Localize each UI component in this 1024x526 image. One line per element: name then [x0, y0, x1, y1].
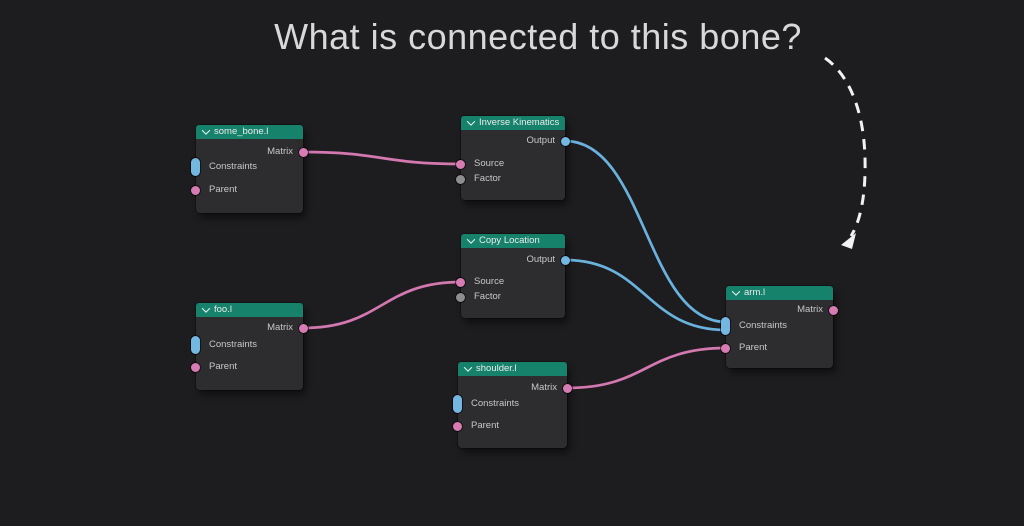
socket-label: Output: [526, 254, 555, 265]
socket-label: Matrix: [267, 146, 293, 157]
pink-circle-socket-matrix[interactable]: [829, 305, 838, 315]
node-title: some_bone.l: [214, 126, 269, 137]
socket-row-factor: Factor: [461, 172, 565, 186]
socket-row-output: Output: [461, 134, 565, 148]
node-header-arm-l[interactable]: arm.l: [726, 286, 833, 300]
socket-label: Matrix: [267, 322, 293, 333]
pink-circle-socket-matrix[interactable]: [563, 383, 572, 393]
socket-label: Parent: [739, 342, 767, 353]
blue-pill-socket-constraints[interactable]: [191, 336, 200, 354]
socket-row-constraints: Constraints: [196, 338, 303, 352]
socket-label: Source: [474, 158, 505, 169]
socket-label: Output: [526, 135, 555, 146]
socket-row-parent: Parent: [196, 360, 303, 374]
pink-circle-socket-parent[interactable]: [453, 421, 462, 431]
pink-circle-socket-source[interactable]: [456, 277, 465, 287]
link-copy-location-to-arm-l: [563, 258, 728, 332]
socket-row-source: Source: [461, 157, 565, 171]
socket-label: Constraints: [209, 161, 258, 172]
pink-circle-socket-matrix[interactable]: [299, 147, 308, 157]
pink-circle-socket-parent[interactable]: [191, 362, 200, 372]
socket-row-matrix: Matrix: [458, 381, 567, 395]
socket-row-matrix: Matrix: [196, 145, 303, 159]
link-inverse-kinematics-to-arm-l: [563, 139, 728, 324]
pink-circle-socket-matrix[interactable]: [299, 323, 308, 333]
node-title: Copy Location: [479, 235, 540, 246]
socket-row-matrix: Matrix: [726, 303, 833, 317]
socket-row-parent: Parent: [458, 419, 567, 433]
collapse-chevron-icon[interactable]: [466, 117, 476, 126]
socket-row-constraints: Constraints: [726, 319, 833, 333]
socket-row-parent: Parent: [196, 183, 303, 197]
pink-circle-socket-source[interactable]: [456, 159, 465, 169]
blue-pill-socket-constraints[interactable]: [453, 395, 462, 413]
blue-pill-socket-constraints[interactable]: [721, 317, 730, 335]
socket-label: Constraints: [739, 320, 788, 331]
annotation-dashed-arrow: [824, 56, 867, 237]
annotation-arrowhead-icon: [841, 233, 856, 249]
socket-row-constraints: Constraints: [458, 397, 567, 411]
collapse-chevron-icon[interactable]: [466, 235, 476, 244]
pink-circle-socket-parent[interactable]: [721, 343, 730, 353]
link-some-bone-l-to-inverse-kinematics: [301, 150, 463, 166]
page-title: What is connected to this bone?: [274, 16, 802, 57]
socket-label: Parent: [471, 420, 499, 431]
socket-label: Parent: [209, 184, 237, 195]
socket-row-constraints: Constraints: [196, 160, 303, 174]
socket-label: Constraints: [209, 339, 258, 350]
node-title: shoulder.l: [476, 363, 517, 374]
socket-row-output: Output: [461, 253, 565, 267]
node-title: Inverse Kinematics: [479, 117, 560, 128]
blue-circle-socket-output[interactable]: [561, 255, 570, 265]
node-header-foo-l[interactable]: foo.l: [196, 303, 303, 317]
collapse-chevron-icon[interactable]: [731, 287, 741, 296]
blue-circle-socket-output[interactable]: [561, 136, 570, 146]
link-foo-l-to-copy-location: [301, 280, 463, 330]
node-header-some-bone-l[interactable]: some_bone.l: [196, 125, 303, 139]
socket-row-parent: Parent: [726, 341, 833, 355]
socket-label: Constraints: [471, 398, 520, 409]
node-header-copy-location[interactable]: Copy Location: [461, 234, 565, 248]
socket-label: Factor: [474, 173, 501, 184]
socket-label: Factor: [474, 291, 501, 302]
collapse-chevron-icon[interactable]: [463, 363, 473, 372]
node-header-shoulder-l[interactable]: shoulder.l: [458, 362, 567, 376]
collapse-chevron-icon[interactable]: [201, 126, 211, 135]
node-title: arm.l: [744, 287, 766, 298]
node-title: foo.l: [214, 304, 232, 315]
link-shoulder-l-to-arm-l: [565, 346, 728, 390]
socket-row-source: Source: [461, 275, 565, 289]
socket-label: Matrix: [797, 304, 823, 315]
socket-row-matrix: Matrix: [196, 321, 303, 335]
socket-label: Source: [474, 276, 505, 287]
blue-pill-socket-constraints[interactable]: [191, 158, 200, 176]
node-header-inverse-kinematics[interactable]: Inverse Kinematics: [461, 116, 565, 130]
collapse-chevron-icon[interactable]: [201, 304, 211, 313]
gray-circle-socket-factor[interactable]: [456, 174, 465, 184]
gray-circle-socket-factor[interactable]: [456, 292, 465, 302]
pink-circle-socket-parent[interactable]: [191, 185, 200, 195]
socket-label: Parent: [209, 361, 237, 372]
socket-row-factor: Factor: [461, 290, 565, 304]
socket-label: Matrix: [531, 382, 557, 393]
